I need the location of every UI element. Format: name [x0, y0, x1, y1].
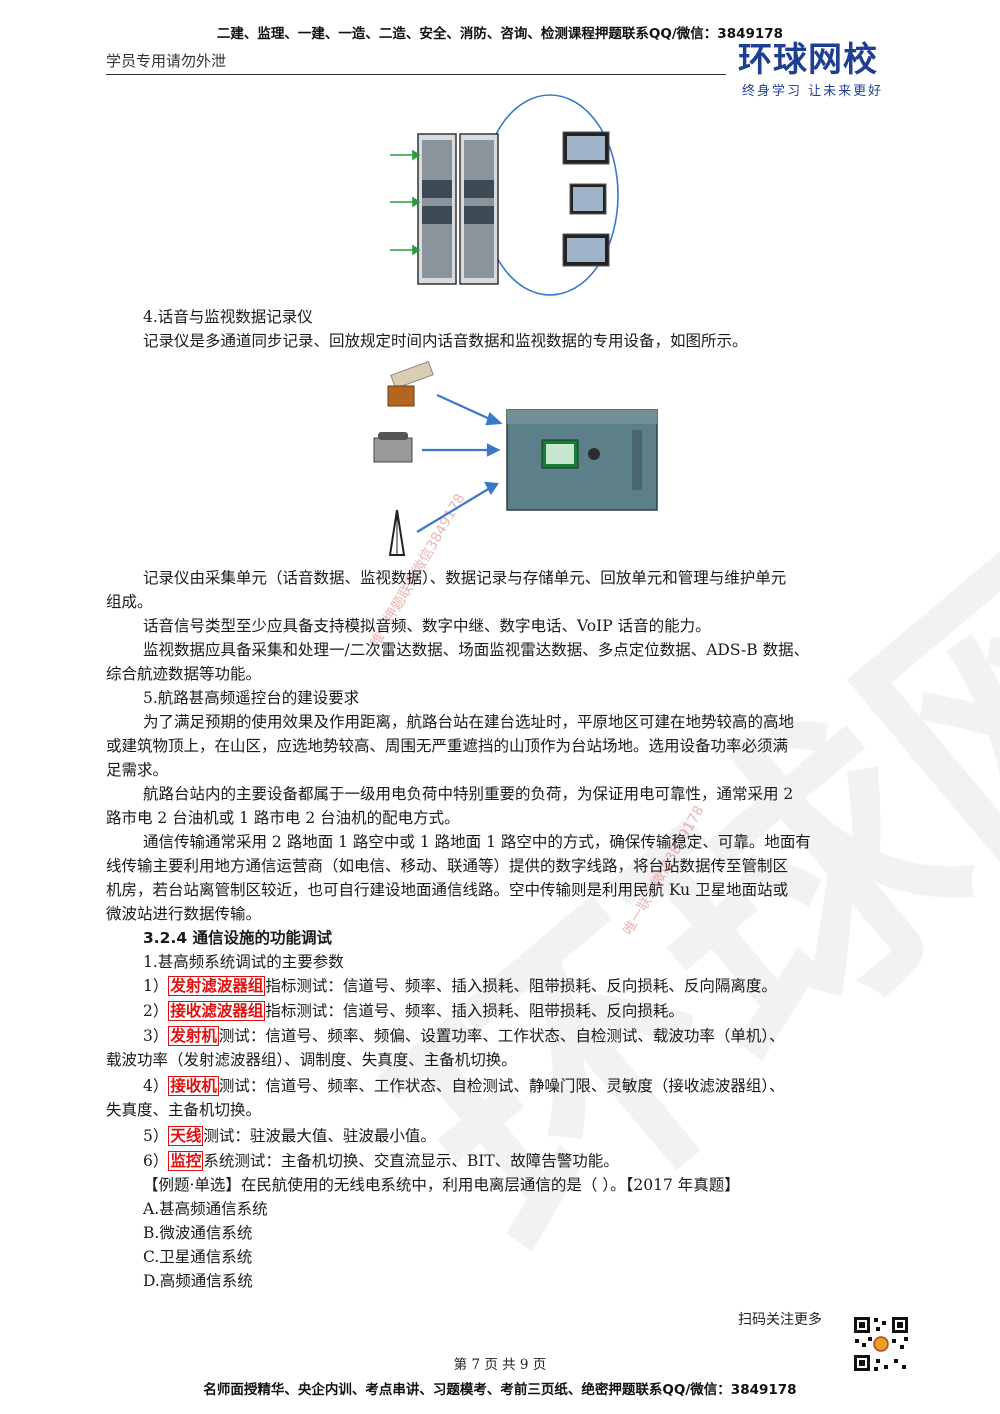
telephone-icon: [373, 432, 413, 463]
para-monitor-l1: 监视数据应具备采集和处理一/二次雷达数据、场面监视雷达数据、多点定位数据、ADS…: [143, 641, 810, 659]
list-item: 6）监控系统测试：主备机切换、交直流显示、BIT、故障告警功能。: [143, 1150, 619, 1172]
list-item: 2）接收滤波器组指标测试：信道号、频率、插入损耗、阻带损耗、反向损耗。: [143, 1000, 684, 1022]
sub1-title: 1.甚高频系统调试的主要参数: [143, 953, 344, 971]
section4-title: 4.话音与监视数据记录仪: [143, 308, 313, 326]
para-site-l1: 为了满足预期的使用效果及作用距离，航路台站在建台选址时，平原地区可建在地势较高的…: [143, 713, 795, 731]
header-banner: 二建、监理、一建、一造、二造、安全、消防、咨询、检测课程押题联系QQ/微信：38…: [216, 26, 784, 42]
item-number: 4）: [143, 1077, 169, 1095]
signal-arrows: [416, 393, 503, 533]
para-trans-l1: 通信传输通常采用 2 路地面 1 路空中或 1 路地面 1 路空中的方式，确保传…: [143, 833, 811, 851]
highlight-term: 发射滤波器组: [168, 976, 266, 996]
para-site-l3: 足需求。: [106, 761, 169, 779]
item-number: 6）: [143, 1152, 169, 1170]
list-item-continued: 失真度、主备机切换。: [106, 1101, 262, 1119]
item-text: 测试：信道号、频率、频偏、设置功率、工作状态、自检测试、载波功率（单机）、: [218, 1027, 785, 1045]
highlight-term: 监控: [168, 1151, 204, 1171]
para-recorder-l2: 组成。: [106, 593, 153, 611]
item-number: 2）: [143, 1002, 169, 1020]
recorder-device: [506, 409, 658, 511]
item-number: 3）: [143, 1027, 169, 1045]
header-subtitle: 学员专用请勿外泄: [106, 52, 227, 70]
rack-monitor-figure: [390, 94, 619, 296]
highlight-term: 发射机: [168, 1026, 219, 1046]
monitor-screens: [562, 131, 610, 267]
page-number: 第 7 页 共 9 页: [453, 1357, 547, 1373]
server-rack-left: [417, 133, 457, 285]
item-text: 指标测试：信道号、频率、插入损耗、阻带损耗、反向损耗、反向隔离度。: [265, 977, 777, 995]
section-324-title: 3.2.4 通信设施的功能调试: [143, 929, 333, 947]
section5-title: 5.航路甚高频遥控台的建设要求: [143, 689, 360, 707]
option-a: A.甚高频通信系统: [143, 1200, 268, 1218]
option-d: D.高频通信系统: [143, 1272, 253, 1290]
section4-intro: 记录仪是多通道同步记录、回放规定时间内话音数据和监视数据的专用设备，如图所示。: [143, 332, 748, 350]
option-c: C.卫星通信系统: [143, 1248, 253, 1266]
para-power-l2: 路市电 2 台油机或 1 路市电 2 台油机的配电方式。: [106, 809, 460, 827]
brand-logo: 环球网校 终身学习 让未来更好: [738, 40, 918, 100]
footer-banner: 名师面授精华、央企内训、考点串讲、习题模考、考前三页纸、绝密押题联系QQ/微信：…: [203, 1382, 797, 1398]
para-recorder-l1: 记录仪由采集单元（话音数据、监视数据）、数据记录与存储单元、回放单元和管理与维护…: [143, 569, 787, 587]
para-trans-l3: 机房，若台站离管制区较近，也可自行建设地面通信线路。空中传输则是利用民航 Ku …: [106, 881, 789, 899]
para-monitor-l2: 综合航迹数据等功能。: [106, 665, 262, 683]
qr-code-icon: [852, 1315, 910, 1373]
list-item: 1）发射滤波器组指标测试：信道号、频率、插入损耗、阻带损耗、反向损耗、反向隔离度…: [143, 975, 777, 997]
item-text: 系统测试：主备机切换、交直流显示、BIT、故障告警功能。: [203, 1152, 619, 1170]
para-site-l2: 或建筑物顶上，在山区，应选地势较高、周围无严重遮挡的山顶作为台站场地。选用设备功…: [106, 737, 789, 755]
list-item: 5）天线测试：驻波最大值、驻波最小值。: [143, 1125, 436, 1147]
item-number: 5）: [143, 1127, 169, 1145]
item-text: 测试：驻波最大值、驻波最小值。: [203, 1127, 436, 1145]
antenna-tower-icon: [388, 509, 406, 556]
header-divider: [106, 74, 726, 75]
list-item: 3）发射机测试：信道号、频率、频偏、设置功率、工作状态、自检测试、载波功率（单机…: [143, 1025, 785, 1047]
highlight-term: 天线: [168, 1126, 204, 1146]
list-item: 4）接收机测试：信道号、频率、工作状态、自检测试、静噪门限、灵敏度（接收滤波器组…: [143, 1075, 785, 1097]
example-question: 【例题·单选】在民航使用的无线电系统中，利用电离层通信的是（ ）。【2017 年…: [143, 1176, 740, 1194]
logo-text: 环球网校: [738, 40, 878, 80]
server-rack-right: [459, 133, 499, 285]
para-trans-l4: 微波站进行数据传输。: [106, 905, 262, 923]
microphone-icon: [387, 360, 434, 407]
list-item-continued: 载波功率（发射滤波器组）、调制度、失真度、主备机切换。: [106, 1051, 517, 1069]
option-b: B.微波通信系统: [143, 1224, 253, 1242]
recorder-figure: [373, 360, 658, 556]
item-text: 指标测试：信道号、频率、插入损耗、阻带损耗、反向损耗。: [265, 1002, 684, 1020]
para-voice: 话音信号类型至少应具备支持模拟音频、数字中继、数字电话、VoIP 话音的能力。: [143, 617, 711, 635]
para-power-l1: 航路台站内的主要设备都属于一级用电负荷中特别重要的负荷，为保证用电可靠性，通常采…: [143, 785, 794, 803]
highlight-term: 接收滤波器组: [168, 1001, 266, 1021]
input-arrows: [390, 149, 421, 256]
highlight-term: 接收机: [168, 1076, 219, 1096]
scan-prompt: 扫码关注更多: [738, 1312, 822, 1328]
para-trans-l2: 线传输主要利用地方通信运营商（如电信、移动、联通等）提供的数字线路，将台站数据传…: [106, 857, 789, 875]
item-number: 1）: [143, 977, 169, 995]
item-text: 测试：信道号、频率、工作状态、自检测试、静噪门限、灵敏度（接收滤波器组）、: [218, 1077, 785, 1095]
logo-slogan: 终身学习 让未来更好: [742, 84, 884, 99]
